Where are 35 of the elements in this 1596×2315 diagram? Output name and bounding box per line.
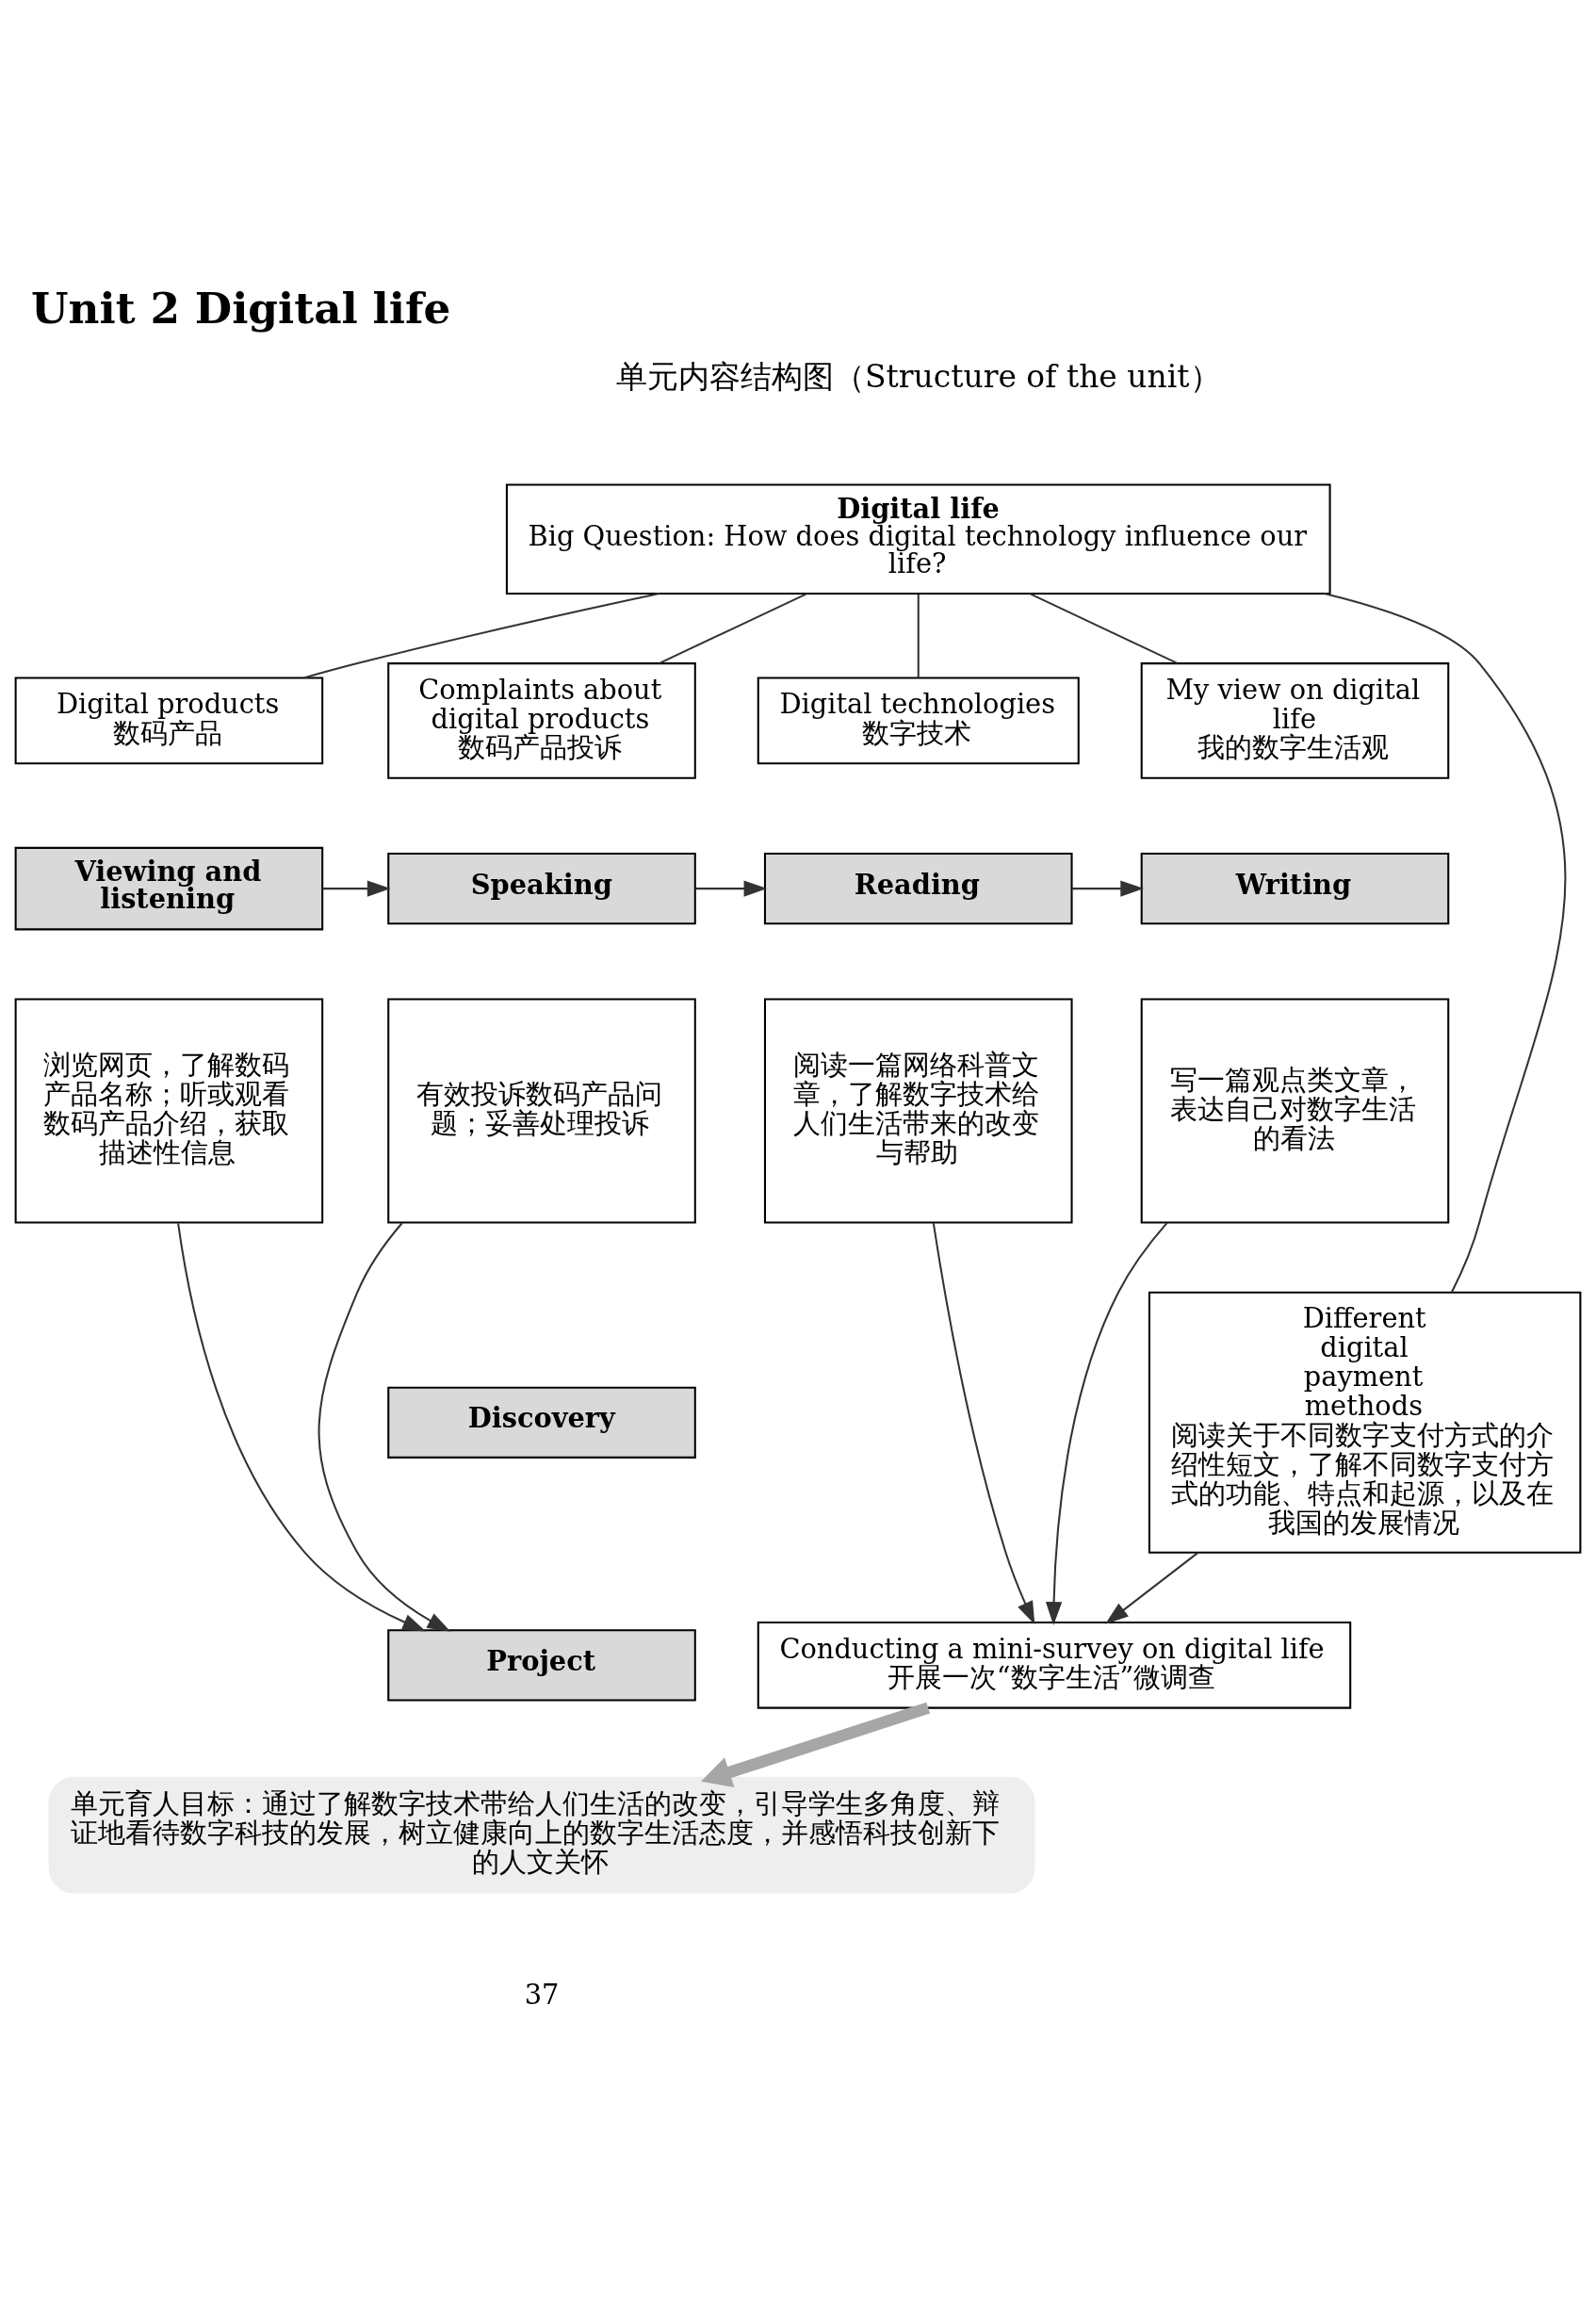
node-box: Digital life Big Question: How does digital technology influence our life? <box>505 483 1331 595</box>
node-box: Reading <box>763 853 1073 925</box>
arrow <box>1105 1552 1198 1624</box>
node-box: Viewing and listening <box>14 846 324 931</box>
node-box: My view on digital life 我的数字生活观 <box>1140 662 1450 779</box>
connector <box>917 594 920 678</box>
node-box: 有效投诉数码产品问题；妥善处理投诉 <box>387 998 696 1224</box>
node-box: 阅读一篇网络科普文章，了解数字技术给人们生活带来的改变与帮助 <box>763 998 1073 1224</box>
node-box: Digital products 数码产品 <box>14 677 324 765</box>
connector <box>303 593 660 679</box>
arrow <box>695 880 768 897</box>
arrow <box>932 1222 1035 1625</box>
node-box: Project <box>387 1629 696 1702</box>
label: 37 <box>524 1979 560 2012</box>
node-box: Writing <box>1140 853 1450 925</box>
arrow <box>318 1222 451 1632</box>
node-box: Digital technologies 数字技术 <box>757 677 1080 765</box>
node-box: Speaking <box>387 853 696 925</box>
connector <box>1029 593 1178 664</box>
node-box: Complaints about digital products 数码产品投诉 <box>387 662 696 779</box>
connector <box>1324 592 1567 1293</box>
diagram-title: Unit 2 Digital life <box>31 282 451 334</box>
arrow <box>700 1702 931 1787</box>
label: 单元内容结构图（Structure of the unit） <box>615 358 1221 396</box>
arrow <box>1071 880 1145 897</box>
node-box: 浏览网页，了解数码产品名称；听或观看数码产品介绍，获取描述性信息 <box>14 998 324 1224</box>
arrow <box>177 1223 427 1632</box>
arrow <box>1045 1222 1168 1625</box>
node-box: 写一篇观点类文章，表达自己对数字生活的看法 <box>1140 998 1450 1224</box>
node-box: 单元育人目标：通过了解数字技术带给人们生活的改变，引导学生多角度、辩证地看待数字科技的发展，树立健康向上的数字生活态度，并感悟科技创新下的人文关怀 <box>48 1776 1035 1894</box>
connector <box>659 593 807 664</box>
node-box: Discovery <box>387 1386 696 1459</box>
node-box: Different digital payment methods 阅读关于不同数字支付方式的介绍性短文，了解不同数字支付方式的功能、特点和起源，以及在我国的发展情况 <box>1148 1291 1582 1554</box>
node-box: Conducting a mini-survey on digital life 开展一次“数字生活”微调查 <box>757 1621 1352 1709</box>
arrow <box>322 880 391 897</box>
